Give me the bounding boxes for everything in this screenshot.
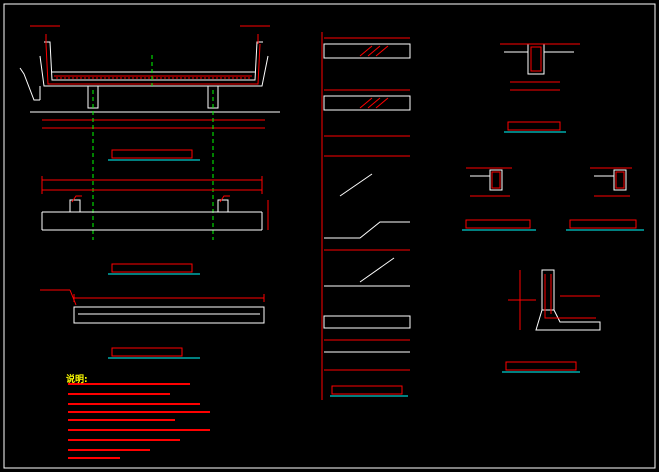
bridge-cross-section	[19, 41, 280, 113]
beam-elevation-dims	[41, 176, 269, 230]
view-title-7	[569, 219, 637, 229]
view-title-4	[331, 385, 403, 395]
notes-lines	[68, 383, 210, 459]
section-detail-right	[594, 169, 627, 191]
section-detail-top	[504, 43, 574, 75]
section-detail-top-rebar	[500, 43, 580, 91]
abutment-section-rebar	[508, 270, 600, 330]
view-title-8	[505, 361, 577, 371]
abutment-section	[535, 269, 601, 331]
view-title-6	[465, 219, 531, 229]
view-title-5	[507, 121, 561, 131]
bridge-cross-section-rebar	[30, 25, 270, 129]
notes-title: 说明:	[66, 375, 88, 385]
view-title-2	[111, 263, 193, 273]
center-axes	[92, 55, 214, 240]
view-title-3	[111, 347, 183, 357]
beam-elevation	[41, 199, 263, 231]
slab-plan-dims	[40, 289, 265, 306]
section-detail-left-rebar	[466, 167, 512, 197]
drawing-frame	[3, 3, 656, 469]
rebar-schedule	[321, 32, 411, 400]
slab-plan	[73, 306, 265, 324]
rebar-schedule-hatch	[324, 37, 410, 371]
section-detail-left	[470, 169, 503, 191]
view-title-1	[111, 149, 193, 159]
section-detail-right-rebar	[590, 167, 632, 197]
